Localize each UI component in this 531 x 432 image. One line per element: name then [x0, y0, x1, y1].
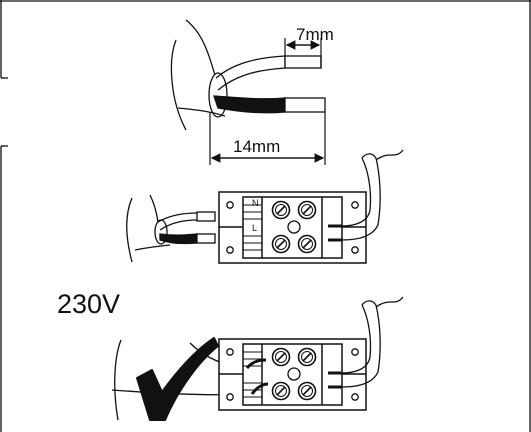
- screw-terminal-icon: [271, 347, 291, 367]
- mount-hole-icon: [351, 246, 359, 254]
- appliance-lead-1: [341, 149, 404, 241]
- mount-hole-icon: [226, 348, 234, 356]
- stripped-cable-diagram: [170, 19, 326, 131]
- appliance-lead-2: [341, 296, 404, 388]
- terminal-letter-n: N: [252, 198, 259, 208]
- mount-hole-icon: [226, 201, 234, 209]
- terminal-letter-l: L: [252, 223, 257, 233]
- cable-insertion: [126, 194, 216, 263]
- terminal-block-open-screws: [226, 200, 359, 254]
- screw-terminal-icon: [271, 381, 291, 401]
- screw-terminal-icon: [271, 200, 291, 220]
- mount-hole-icon: [351, 348, 359, 356]
- label-strip-short: 7mm: [296, 25, 334, 44]
- screw-terminal-icon: [297, 234, 317, 254]
- mount-hole-icon: [226, 246, 234, 254]
- check-mark-icon: [136, 337, 219, 421]
- connected-wires: [245, 358, 342, 395]
- label-strip-long: 14mm: [233, 137, 280, 156]
- screw-terminal-icon: [271, 234, 291, 254]
- dimension-7mm: [284, 38, 322, 56]
- dimension-14mm: [209, 112, 326, 165]
- screw-terminal-icon: [297, 381, 317, 401]
- mount-hole-icon: [226, 393, 234, 401]
- label-voltage: 230V: [57, 289, 120, 319]
- mount-hole-icon: [351, 393, 359, 401]
- appliance-lead-1-ends: [328, 224, 342, 242]
- screw-terminal-icon: [297, 347, 317, 367]
- screw-terminal-icon: [297, 200, 317, 220]
- terminal-block-connected-screws: [226, 347, 359, 401]
- mount-hole-icon: [351, 201, 359, 209]
